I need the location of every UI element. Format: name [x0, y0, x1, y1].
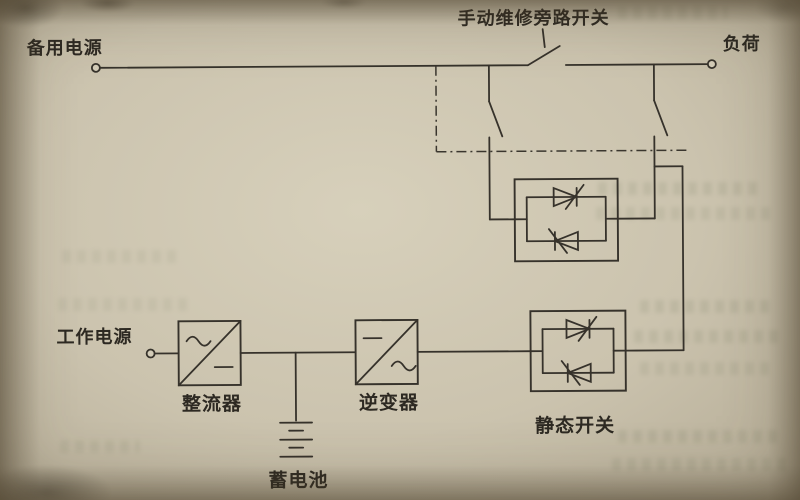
isolator-switch-right [652, 63, 669, 220]
switch-blade [526, 45, 561, 67]
static-switch-label: 静态开关 [535, 414, 615, 437]
switch-blade [488, 100, 504, 138]
backup-power-terminal [90, 62, 101, 73]
component-box [529, 309, 627, 393]
battery [279, 351, 314, 458]
thyristor-icon [547, 228, 579, 254]
main-power-path [145, 348, 532, 359]
thyristor-icon [560, 360, 592, 386]
thyristor-icon [552, 183, 585, 210]
rectifier [177, 320, 242, 387]
working-power-terminal [145, 348, 156, 359]
manual-bypass-switch-label: 手动维修旁路开关 [458, 7, 610, 29]
manual-bypass-switch [526, 28, 561, 67]
mechanical-linkage-line [435, 65, 690, 153]
label-leader-line [541, 28, 546, 49]
static-switch [529, 309, 627, 393]
battery-label: 蓄电池 [268, 468, 328, 491]
ac-symbol [185, 335, 212, 347]
working-power-label: 工作电源 [56, 326, 132, 347]
ac-symbol [390, 360, 417, 372]
load-label: 负荷 [723, 33, 761, 54]
component-box [513, 177, 620, 263]
battery-icon [279, 421, 314, 458]
static-bypass-switch [513, 177, 656, 263]
bypass-feed-line [90, 59, 717, 73]
component-box [177, 320, 242, 387]
inverter-label: 逆变器 [359, 391, 419, 414]
load-terminal [706, 59, 717, 69]
component-box [354, 318, 419, 386]
switch-blade [653, 99, 669, 137]
backup-power-label: 备用电源 [26, 37, 103, 58]
output-bus [624, 165, 685, 352]
inverter [354, 318, 419, 386]
thyristor-icon [565, 315, 598, 342]
isolator-switch-left [487, 64, 516, 221]
rectifier-label: 整流器 [182, 392, 242, 415]
